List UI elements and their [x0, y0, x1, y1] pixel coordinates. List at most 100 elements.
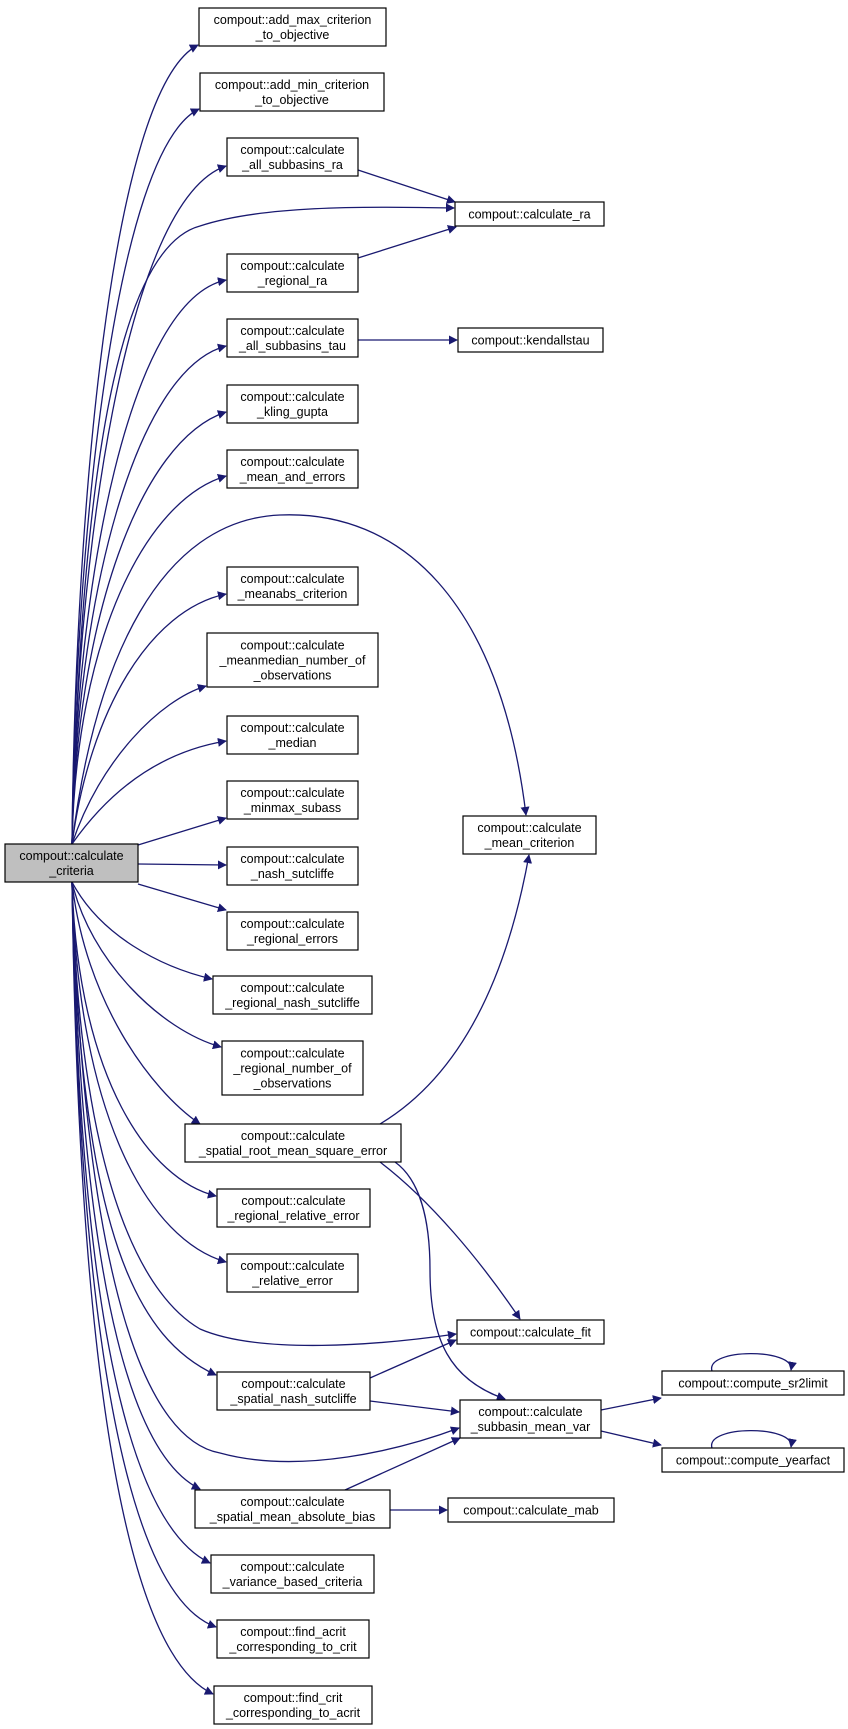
node-label: _regional_number_of: [232, 1062, 352, 1076]
node-box: [226, 715, 359, 755]
node-meanmedian[interactable]: compout::calculate_meanmedian_number_of_…: [206, 632, 379, 688]
edge-spatial-rmse-to-calc-fit: [379, 1161, 521, 1320]
node-box: [199, 72, 385, 112]
node-add-max[interactable]: compout::add_max_criterion_to_objective: [198, 7, 387, 47]
edge-root-to-spatial-rmse: [71, 881, 201, 1125]
node-mean-errors[interactable]: compout::calculate_mean_and_errors: [226, 449, 359, 489]
node-all-sub-tau[interactable]: compout::calculate_all_subbasins_tau: [226, 318, 359, 358]
node-label: compout::calculate: [19, 849, 123, 863]
node-label: _median: [268, 736, 317, 750]
node-rel-err[interactable]: compout::calculate_relative_error: [226, 1253, 359, 1293]
node-reg-nash[interactable]: compout::calculate_regional_nash_sutclif…: [212, 975, 373, 1015]
node-label: compout::calculate: [477, 821, 581, 835]
node-box: [462, 815, 597, 855]
node-box: [221, 1040, 364, 1096]
node-label: compout::calculate: [240, 1047, 344, 1061]
node-box: [212, 975, 373, 1015]
node-box: [456, 1319, 605, 1345]
node-box: [226, 566, 359, 606]
node-label: _spatial_nash_sutcliffe: [229, 1392, 356, 1406]
node-label: compout::add_max_criterion: [214, 13, 372, 27]
node-label: compout::calculate: [240, 324, 344, 338]
edge-spatial-rmse-to-mean-crit: [379, 854, 532, 1125]
node-box: [447, 1497, 615, 1523]
node-find-crit[interactable]: compout::find_crit_corresponding_to_acri…: [213, 1685, 373, 1725]
node-box: [184, 1123, 402, 1163]
node-box: [226, 384, 359, 424]
edge-root-to-median: [71, 737, 227, 845]
node-nash[interactable]: compout::calculate_nash_sutcliffe: [226, 846, 359, 886]
edge-root-to-calc-fit: [71, 881, 457, 1347]
edge-root-to-kling: [71, 410, 227, 845]
node-calc-mab[interactable]: compout::calculate_mab: [447, 1497, 615, 1523]
edges: [71, 44, 797, 1695]
node-label: _mean_criterion: [484, 836, 575, 850]
node-spatial-nash[interactable]: compout::calculate_spatial_nash_sutcliff…: [216, 1371, 371, 1411]
edge-root-to-all-sub-tau: [71, 343, 227, 845]
node-label: compout::kendallstau: [471, 334, 589, 348]
node-find-acrit[interactable]: compout::find_acrit_corresponding_to_cri…: [216, 1619, 370, 1659]
edge-root-to-calc-ra: [71, 203, 455, 845]
node-label: _all_subbasins_tau: [238, 339, 346, 353]
node-box: [226, 137, 359, 177]
node-label: compout::calculate: [240, 1259, 344, 1273]
node-variance[interactable]: compout::calculate_variance_based_criter…: [210, 1554, 375, 1594]
node-label: _regional_errors: [246, 932, 338, 946]
edge-root-to-reg-numobs: [71, 881, 222, 1050]
node-calc-fit[interactable]: compout::calculate_fit: [456, 1319, 605, 1345]
node-label: _minmax_subass: [243, 801, 341, 815]
edge-root-to-variance: [71, 881, 211, 1564]
node-label: _kling_gupta: [256, 405, 328, 419]
node-reg-numobs[interactable]: compout::calculate_regional_number_of_ob…: [221, 1040, 364, 1096]
node-kendall[interactable]: compout::kendallstau: [457, 327, 604, 353]
edge-root-to-reg-rel-err: [71, 881, 217, 1199]
edge-subbasin-mv-to-yearfact: [600, 1430, 662, 1448]
node-reg-rel-err[interactable]: compout::calculate_regional_relative_err…: [216, 1188, 371, 1228]
node-box: [206, 632, 379, 688]
edge-spatial-rmse-to-subbasin-mv: [394, 1161, 506, 1401]
node-spatial-mab[interactable]: compout::calculate_spatial_mean_absolute…: [194, 1489, 391, 1529]
node-box: [226, 449, 359, 489]
node-box: [216, 1188, 371, 1228]
node-box: [210, 1554, 375, 1594]
node-meanabs[interactable]: compout::calculate_meanabs_criterion: [226, 566, 359, 606]
node-label: compout::calculate: [241, 1194, 345, 1208]
node-label: _corresponding_to_acrit: [225, 1706, 361, 1720]
node-box: [216, 1619, 370, 1659]
node-subbasin-mv[interactable]: compout::calculate_subbasin_mean_var: [459, 1399, 602, 1439]
node-label: _regional_nash_sutcliffe: [224, 996, 360, 1010]
node-label: compout::calculate: [240, 639, 344, 653]
node-box: [661, 1447, 845, 1473]
node-sr2limit[interactable]: compout::compute_sr2limit: [661, 1370, 845, 1396]
edge-regional-ra-to-calc-ra: [357, 225, 457, 259]
node-box: [226, 846, 359, 886]
node-root[interactable]: compout::calculate_criteria: [4, 843, 139, 883]
node-all-sub-ra[interactable]: compout::calculate_all_subbasins_ra: [226, 137, 359, 177]
node-box: [198, 7, 387, 47]
node-spatial-rmse[interactable]: compout::calculate_spatial_root_mean_squ…: [184, 1123, 402, 1163]
node-box: [194, 1489, 391, 1529]
node-label: _spatial_root_mean_square_error: [198, 1144, 387, 1158]
node-regional-ra[interactable]: compout::calculate_regional_ra: [226, 253, 359, 293]
node-reg-errors[interactable]: compout::calculate_regional_errors: [226, 911, 359, 951]
node-box: [459, 1399, 602, 1439]
node-box: [457, 327, 604, 353]
node-label: _corresponding_to_crit: [228, 1640, 357, 1654]
node-label: _nash_sutcliffe: [250, 867, 334, 881]
node-label: compout::calculate_ra: [468, 208, 590, 222]
node-minmax[interactable]: compout::calculate_minmax_subass: [226, 780, 359, 820]
node-label: compout::calculate: [240, 1560, 344, 1574]
edge-root-to-subbasin-mv: [71, 881, 460, 1463]
node-median[interactable]: compout::calculate_median: [226, 715, 359, 755]
node-add-min[interactable]: compout::add_min_criterion_to_objective: [199, 72, 385, 112]
node-label: compout::find_acrit: [240, 1625, 346, 1639]
edge-root-to-mean-errors: [71, 473, 227, 845]
node-yearfact[interactable]: compout::compute_yearfact: [661, 1447, 845, 1473]
node-kling[interactable]: compout::calculate_kling_gupta: [226, 384, 359, 424]
node-label: compout::calculate: [240, 1495, 344, 1509]
node-label: compout::calculate: [240, 390, 344, 404]
node-box: [226, 253, 359, 293]
node-mean-crit[interactable]: compout::calculate_mean_criterion: [462, 815, 597, 855]
node-calc-ra[interactable]: compout::calculate_ra: [454, 201, 605, 227]
